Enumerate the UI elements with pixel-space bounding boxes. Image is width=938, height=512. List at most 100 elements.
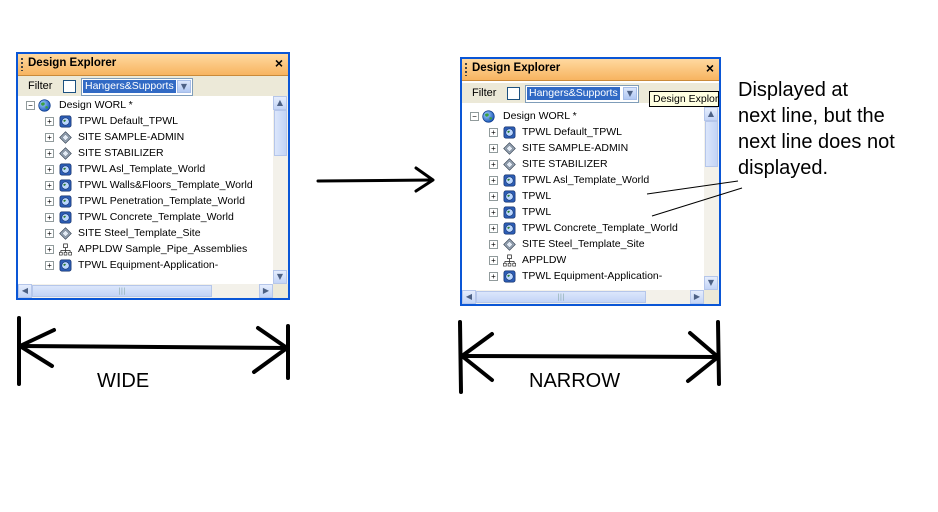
tree-item-label: TPWL Concrete_Template_World (78, 211, 234, 223)
tree-item-label: TPWL (522, 190, 552, 200)
scroll-left-icon[interactable]: ◀ (18, 284, 32, 298)
tree-item-label: TPWL Default_TPWL (78, 115, 178, 127)
tree-item-label: APPLDW Sample_Pipe_Assemblies (78, 243, 248, 255)
expand-icon[interactable]: + (45, 245, 54, 254)
filter-select[interactable]: Hangers&Supports ▼ (81, 78, 193, 96)
annotation-line: next line does not (738, 131, 895, 153)
tree-item-label: TPWL Default_TPWL (522, 126, 622, 138)
scroll-thumb[interactable] (274, 110, 287, 156)
close-button[interactable]: × (705, 60, 714, 76)
tree-item-label: SITE Steel_Template_Site (522, 238, 645, 250)
scroll-corner (273, 284, 288, 298)
tree-item-label: TPWL Equipment-Application- (522, 270, 663, 282)
filter-select[interactable]: Hangers&Supports ▼ (525, 85, 639, 103)
tree-item-label: TPWL Walls&Floors_Template_World (78, 179, 253, 191)
drag-grip-icon[interactable] (465, 63, 467, 76)
tree-view[interactable]: − Design WORL * + TPWL Default_TPWL + SI… (18, 96, 273, 284)
callout-lines (646, 180, 743, 217)
filter-bar: Filter Hangers&Supports ▼ (18, 76, 288, 96)
scroll-corner (704, 290, 719, 304)
tree-item-label: TPWL Penetration_Template_World (78, 195, 245, 207)
design-explorer-wide: Design Explorer × Filter Hangers&Support… (16, 52, 290, 300)
expand-icon[interactable]: + (45, 133, 54, 142)
expand-icon[interactable]: + (489, 208, 498, 217)
tree-root-label: Design WORL * (503, 110, 577, 122)
tree-item-label: TPWL Asl_Template_World (522, 174, 650, 186)
tree-item-label: SITE STABILIZER (78, 147, 164, 159)
collapse-icon[interactable]: − (470, 112, 479, 121)
annotation-line: next line, but the (738, 105, 885, 127)
expand-icon[interactable]: + (489, 272, 498, 281)
expand-icon[interactable]: + (45, 117, 54, 126)
design-explorer-wide-body: Design Explorer × Filter Hangers&Support… (18, 54, 288, 298)
tree-item-label: TPWL Concrete_Template_World (522, 222, 678, 234)
tree-view[interactable]: − Design WORL * + TPWL Default_TPWL + SI… (462, 107, 704, 290)
design-explorer-narrow: Design Explorer × Filter Hangers&Support… (460, 57, 721, 306)
narrow-caption: NARROW (529, 370, 621, 392)
expand-icon[interactable]: + (489, 240, 498, 249)
scroll-thumb[interactable]: ||| (32, 285, 212, 297)
expand-icon[interactable]: + (489, 256, 498, 265)
scroll-right-icon[interactable]: ▶ (690, 290, 704, 304)
tree-item-label: SITE SAMPLE-ADMIN (78, 131, 185, 143)
scroll-up-icon[interactable]: ▲ (273, 96, 287, 110)
horizontal-scrollbar[interactable]: ◀ ||| ▶ (462, 290, 704, 304)
expand-icon[interactable]: + (45, 197, 54, 206)
expand-icon[interactable]: + (45, 229, 54, 238)
tree-item-label: SITE STABILIZER (522, 158, 608, 170)
design-explorer-narrow-body: Design Explorer × Filter Hangers&Support… (462, 59, 719, 304)
collapse-icon[interactable]: − (26, 101, 35, 110)
expand-icon[interactable]: + (45, 181, 54, 190)
chevron-down-icon[interactable]: ▼ (177, 80, 191, 93)
narrow-dimension-arrow (458, 320, 721, 394)
tree-item-label: TPWL (522, 206, 552, 216)
filter-select-value: Hangers&Supports (527, 87, 620, 100)
scroll-right-icon[interactable]: ▶ (259, 284, 273, 298)
scroll-left-icon[interactable]: ◀ (462, 290, 476, 304)
tree-item-label: SITE SAMPLE-ADMIN (522, 142, 629, 154)
filter-label: Filter (28, 80, 53, 92)
tree-root-label: Design WORL * (59, 99, 133, 111)
expand-icon[interactable]: + (45, 149, 54, 158)
expand-icon[interactable]: + (45, 213, 54, 222)
expand-icon[interactable]: + (489, 160, 498, 169)
expand-icon[interactable]: + (489, 192, 498, 201)
annotation-line: displayed. (738, 157, 829, 179)
tree-item-label: TPWL Asl_Template_World (78, 163, 206, 175)
filter-label: Filter (472, 87, 497, 99)
tree-item-label: SITE Steel_Template_Site (78, 227, 201, 239)
title-bar[interactable]: Design Explorer × (462, 59, 719, 81)
expand-icon[interactable]: + (489, 144, 498, 153)
horizontal-scrollbar[interactable]: ◀ ||| ▶ (18, 284, 273, 298)
filter-select-value: Hangers&Supports (83, 80, 176, 93)
chevron-down-icon[interactable]: ▼ (623, 87, 637, 100)
scroll-thumb[interactable] (705, 121, 718, 167)
annotation-line: Displayed at (738, 79, 849, 101)
tree-item-label: APPLDW (522, 254, 567, 264)
vertical-scrollbar[interactable]: ▲ ▼ (704, 107, 719, 290)
tooltip: Design Explorer (649, 91, 719, 107)
expand-icon[interactable]: + (45, 261, 54, 270)
transition-arrow (316, 166, 435, 193)
expand-icon[interactable]: + (489, 128, 498, 137)
scroll-down-icon[interactable]: ▼ (704, 276, 718, 290)
scroll-up-icon[interactable]: ▲ (704, 107, 718, 121)
panel-title: Design Explorer (472, 62, 561, 74)
scroll-thumb[interactable]: ||| (476, 291, 646, 303)
scroll-down-icon[interactable]: ▼ (273, 270, 287, 284)
wide-dimension-arrow (17, 316, 290, 386)
expand-icon[interactable]: + (489, 224, 498, 233)
vertical-scrollbar[interactable]: ▲ ▼ (273, 96, 288, 284)
filter-checkbox[interactable] (63, 80, 76, 93)
expand-icon[interactable]: + (489, 176, 498, 185)
drag-grip-icon[interactable] (21, 58, 23, 71)
expand-icon[interactable]: + (45, 165, 54, 174)
close-button[interactable]: × (274, 55, 283, 71)
title-bar[interactable]: Design Explorer × (18, 54, 288, 76)
filter-checkbox[interactable] (507, 87, 520, 100)
annotation-note: Displayed at next line, but the next lin… (738, 77, 895, 181)
tree-item-label: TPWL Equipment-Application- (78, 259, 219, 271)
panel-title: Design Explorer (28, 57, 117, 69)
wide-caption: WIDE (97, 370, 150, 392)
